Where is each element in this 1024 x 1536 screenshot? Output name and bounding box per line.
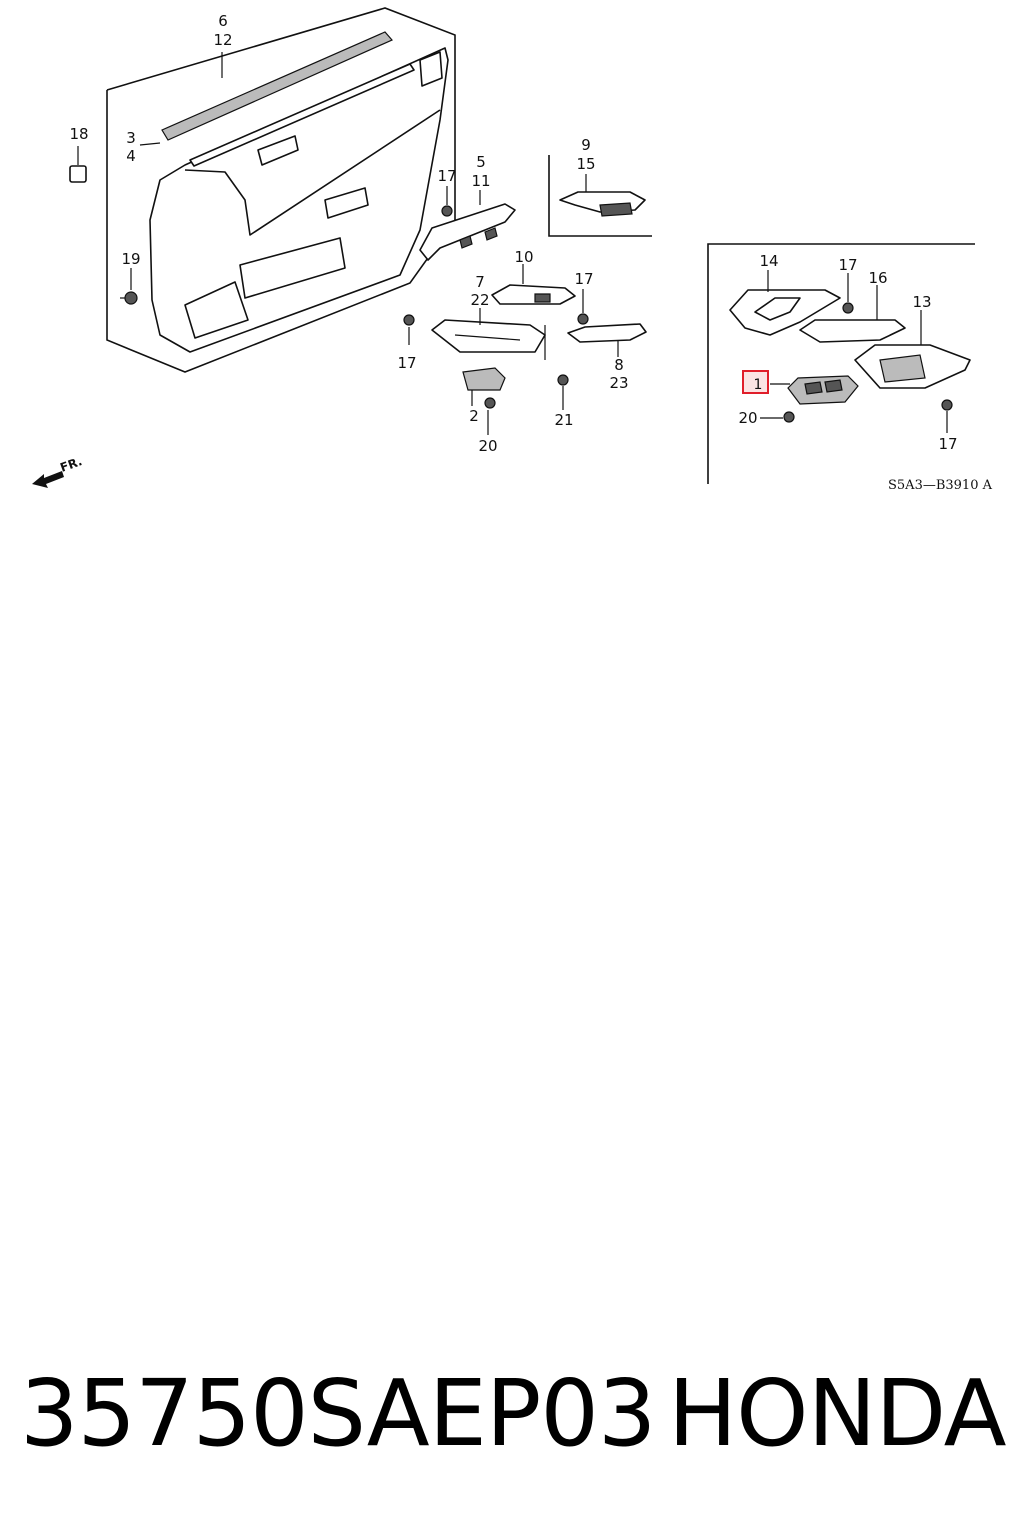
callout-5: 5 xyxy=(476,153,486,171)
callout-21: 21 xyxy=(554,411,573,429)
callout-20-b: 20 xyxy=(738,409,757,427)
screw-19 xyxy=(120,291,138,305)
callout-2: 2 xyxy=(469,407,479,425)
callout-17-c: 17 xyxy=(397,354,416,372)
fastener-17-b xyxy=(577,313,589,325)
callout-9: 9 xyxy=(581,136,591,154)
callout-14: 14 xyxy=(759,252,778,270)
front-direction-arrow: FR. xyxy=(32,454,84,488)
callout-17-b: 17 xyxy=(574,270,593,288)
callout-labels: 6 12 18 3 4 19 5 11 17 9 15 10 7 22 17 1… xyxy=(69,12,957,455)
leader-lines xyxy=(77,52,948,435)
callout-1: 1 xyxy=(754,377,763,393)
parts-diagram: 6 12 18 3 4 19 5 11 17 9 15 10 7 22 17 1… xyxy=(32,7,993,493)
callout-15: 15 xyxy=(576,155,595,173)
callout-11: 11 xyxy=(471,172,490,190)
window-molding-strip xyxy=(161,31,393,141)
callout-17-a: 17 xyxy=(437,167,456,185)
callout-4: 4 xyxy=(126,147,136,165)
inset-box-master-switch xyxy=(707,243,975,484)
callout-3: 3 xyxy=(126,129,136,147)
pull-pocket xyxy=(567,323,647,343)
clip-18 xyxy=(69,165,87,183)
callout-8: 8 xyxy=(614,356,624,374)
callout-19: 19 xyxy=(121,250,140,268)
callout-6: 6 xyxy=(218,12,228,30)
door-trim-panel xyxy=(149,47,449,353)
part-caption: 35750SAEP03 HONDA xyxy=(0,1360,1024,1470)
fastener-17-a xyxy=(441,205,453,217)
callout-12: 12 xyxy=(213,31,232,49)
drawing-code: S5A3—B3910 A xyxy=(888,478,993,493)
callout-17-d: 17 xyxy=(838,256,857,274)
highlight-box-part-1 xyxy=(742,370,769,394)
inset-box-handle-cover xyxy=(548,155,652,237)
armrest-bracket xyxy=(431,319,546,360)
inner-handle-bezel xyxy=(491,284,576,305)
fastener-17-c xyxy=(403,314,415,326)
callout-10: 10 xyxy=(514,248,533,266)
callout-23: 23 xyxy=(609,374,628,392)
part-number: 35750SAEP03 xyxy=(20,1360,656,1467)
screw-21 xyxy=(557,374,569,386)
callout-20-a: 20 xyxy=(478,437,497,455)
callout-17-e: 17 xyxy=(938,435,957,453)
armrest-cover xyxy=(419,203,516,261)
callout-13: 13 xyxy=(912,293,931,311)
callout-16: 16 xyxy=(868,269,887,287)
screw-20-a xyxy=(484,397,496,409)
lock-switch xyxy=(462,367,506,391)
callout-22: 22 xyxy=(470,291,489,309)
callout-7: 7 xyxy=(475,273,485,291)
brand-name: HONDA xyxy=(668,1360,1007,1467)
callout-18: 18 xyxy=(69,125,88,143)
front-arrow-label: FR. xyxy=(58,454,84,475)
